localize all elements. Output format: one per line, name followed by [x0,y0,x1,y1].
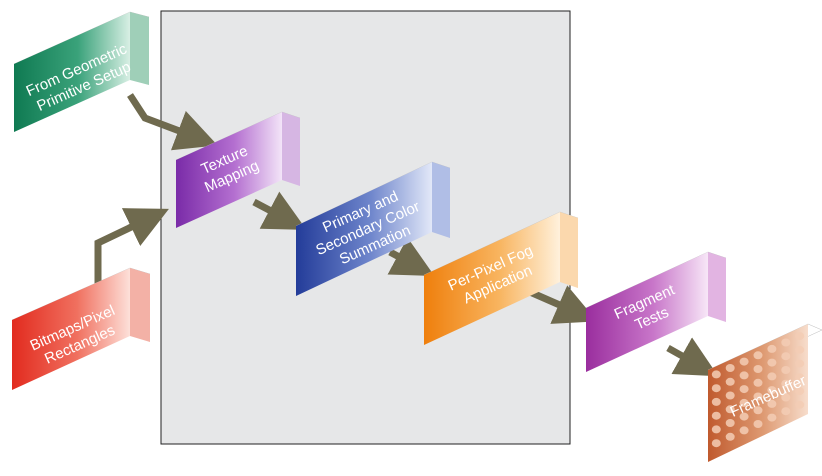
framebuffer-pixel [711,411,721,420]
framebuffer-pixel [725,377,735,386]
framebuffer-pixel [739,412,749,421]
framebuffer-pixel [753,378,763,387]
framebuffer-pixel [767,372,777,381]
framebuffer-pixel [767,358,777,367]
framebuffer-pixel [725,391,735,400]
framebuffer-pixel [739,357,749,366]
framebuffer-pixel [753,420,763,428]
arrows [94,93,719,377]
framebuffer-pixel [711,397,721,406]
framebuffer-pixel [795,359,805,368]
framebuffer-pixel-grid [711,332,805,448]
framebuffer-pixel [739,398,749,407]
framebuffer-pixel [711,384,721,393]
framebuffer-pixel [725,419,735,427]
framebuffer-pixel [739,385,749,394]
framebuffer-pixel [795,387,805,396]
stage-color-summation: Primary and Secondary Color Summation [295,161,451,296]
framebuffer-pixel [753,392,763,401]
arrow-geometric-to-texture [127,93,218,151]
arrow-fog-to-fragment [528,285,598,324]
stage-framebuffer: Framebuffer [707,323,822,462]
stage-fog: Per-Pixel Fog Application [423,211,579,345]
framebuffer-pixel [725,432,735,441]
framebuffer-pixel [753,406,763,415]
framebuffer-pixel [781,393,791,402]
arrow-texture-to-colorsum [252,191,307,230]
framebuffer-pixel [767,413,777,422]
arrow-bitmaps-to-texture [94,208,169,290]
framebuffer-pixel [781,366,791,374]
framebuffer-pixel [795,345,805,354]
framebuffer-pixel [725,405,735,414]
framebuffer-pixel [739,426,749,435]
framebuffer-pixel [767,344,777,353]
framebuffer-pixel [711,425,721,434]
framebuffer-pixel [795,332,805,341]
framebuffer-pixel [781,379,791,388]
framebuffer-pixel [753,365,763,373]
framebuffer-pixel [781,352,791,361]
arrow-fragment-to-framebuffer [666,337,719,377]
framebuffer-pixel [711,370,721,379]
arrow-colorsum-to-fog [387,237,435,276]
stage-geometric-setup: From Geometric Primitive Setup [13,11,150,132]
framebuffer-pixel [753,351,763,360]
framebuffer-pixel [781,338,791,347]
framebuffer-pixel [711,439,721,448]
stage-texture-mapping: Texture Mapping [175,111,301,228]
framebuffer-pixel [767,399,777,408]
framebuffer-pixel [739,371,749,380]
stage-fragment-tests: Fragment Tests [585,251,727,372]
framebuffer-pixel [725,364,735,372]
framebuffer-pixel [781,407,791,416]
stage-bitmaps: Bitmaps/Pixel Rectangles [11,267,151,390]
framebuffer-pixel [767,386,777,395]
framebuffer-pixel [795,373,805,382]
framebuffer-pixel [795,400,805,409]
